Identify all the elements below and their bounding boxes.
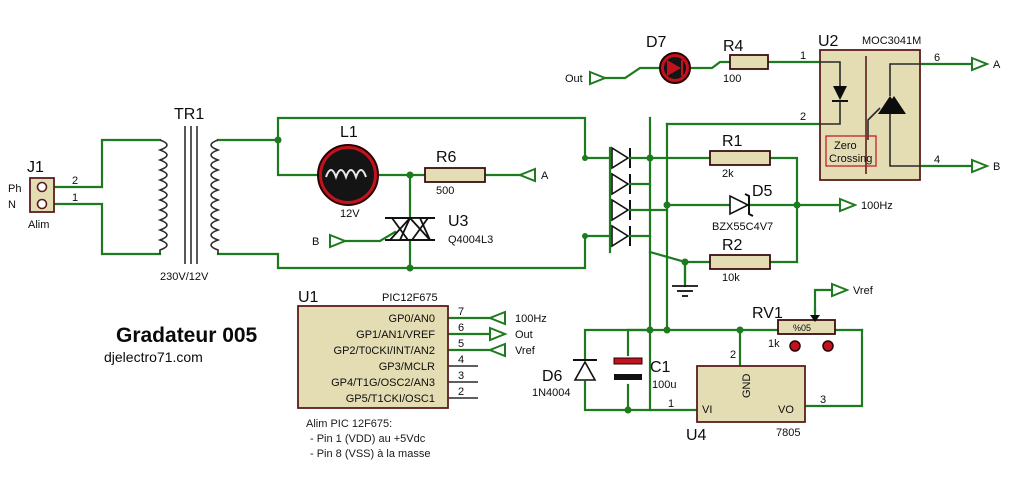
- page-title: Gradateur 005: [116, 324, 258, 347]
- microcontroller-u1: U1 PIC12F675 GP0/AN0 GP1/AN1/VREF GP2/T0…: [297, 289, 464, 409]
- note-line-1: Alim PIC 12F675:: [306, 418, 392, 430]
- lamp-l1: L1 12V: [317, 124, 379, 220]
- j1-pin1: 1: [72, 192, 78, 204]
- j1-n-label: N: [8, 199, 16, 211]
- u2-zc-line2: Crossing: [829, 153, 872, 165]
- u2-pin2: 2: [800, 111, 806, 123]
- u4-ref: U4: [686, 427, 707, 444]
- resistor-r6: R6 500: [424, 149, 486, 197]
- terminal-b-label: B: [993, 161, 1000, 173]
- note-line-2: - Pin 1 (VDD) au +5Vdc: [310, 433, 426, 445]
- wires: [52, 60, 974, 412]
- note-line-3: - Pin 8 (VSS) à la masse: [310, 448, 430, 460]
- d6-ref: D6: [542, 368, 563, 385]
- j1-ph-label: Ph: [8, 183, 21, 195]
- rv1-value: 1k: [768, 338, 780, 350]
- capacitor-c1: C1 100u: [613, 357, 676, 391]
- r4-ref: R4: [723, 38, 744, 55]
- u4-pin1: 1: [668, 398, 674, 410]
- u1-ref: U1: [298, 289, 319, 306]
- j1-ref: J1: [27, 159, 44, 176]
- u2-pin6: 6: [934, 52, 940, 64]
- u1-pin-num: 5: [458, 338, 464, 350]
- terminal-out-label: Out: [565, 73, 583, 85]
- u1-pin-label: GP0/AN0: [389, 313, 435, 325]
- u1-pin-num: 3: [458, 370, 464, 382]
- r2-value: 10k: [722, 272, 740, 284]
- resistor-r2: R2 10k: [709, 237, 771, 284]
- u3-ref: U3: [448, 213, 469, 230]
- r1-value: 2k: [722, 168, 734, 180]
- triac-u3: U3 Q4004L3: [385, 213, 493, 246]
- tr1-value: 230V/12V: [160, 271, 209, 283]
- resistor-r1: R1 2k: [709, 133, 771, 180]
- u4-value: 7805: [776, 427, 800, 439]
- d5-value: BZX55C4V7: [712, 221, 773, 233]
- led-d7: D7: [646, 34, 691, 84]
- u2-pin4: 4: [934, 154, 940, 166]
- terminal-100hz-label: 100Hz: [861, 200, 893, 212]
- c1-value: 100u: [652, 379, 676, 391]
- u4-pin3: 3: [820, 394, 826, 406]
- bridge-rectifier: [611, 146, 669, 248]
- potentiometer-rv1: %05 RV1 1k: [752, 288, 836, 352]
- u2-ref: U2: [818, 33, 839, 50]
- r2-ref: R2: [722, 237, 743, 254]
- u1-pin-label: GP3/MCLR: [379, 361, 435, 373]
- u3-value: Q4004L3: [448, 234, 493, 246]
- u1-pin-label: GP1/AN1/VREF: [356, 329, 435, 341]
- regulator-u4: VI VO GND U4 7805 1 2 3: [668, 349, 826, 444]
- r1-ref: R1: [722, 133, 743, 150]
- ground-icon: [672, 285, 698, 297]
- terminal-vref-label: Vref: [853, 285, 874, 297]
- zener-d5: D5 BZX55C4V7: [712, 183, 773, 233]
- resistor-r4: R4 100: [723, 38, 769, 85]
- j1-value: Alim: [28, 219, 49, 231]
- tr1-ref: TR1: [174, 106, 204, 123]
- terminals: Out A B A B 100Hz Vref 100Hz Out Vref: [312, 56, 1001, 358]
- u2-zc-line1: Zero: [834, 140, 857, 152]
- terminal-b-label: B: [312, 236, 319, 248]
- optocoupler-u2: Zero Crossing U2 MOC3041M 1 2 6 4: [800, 33, 940, 181]
- u1-pin-label: GP4/T1G/OSC2/AN3: [331, 377, 435, 389]
- r6-value: 500: [436, 185, 454, 197]
- u2-value: MOC3041M: [862, 35, 921, 47]
- junction-dots: [274, 136, 801, 414]
- c1-ref: C1: [650, 359, 671, 376]
- u1-pin-num: 2: [458, 386, 464, 398]
- transformer-tr1: TR1 230V/12V: [157, 106, 221, 283]
- u4-pin2: 2: [730, 349, 736, 361]
- terminal-100hz-label: 100Hz: [515, 313, 547, 325]
- u1-pin-num: 4: [458, 354, 464, 366]
- l1-ref: L1: [340, 124, 358, 141]
- u4-gnd: GND: [741, 374, 753, 399]
- rv1-ref: RV1: [752, 305, 783, 322]
- connector-j1: J1 Ph N Alim 2 1: [8, 159, 78, 231]
- u1-value: PIC12F675: [382, 292, 438, 304]
- u2-pin1: 1: [800, 50, 806, 62]
- u1-pin-num: 6: [458, 322, 464, 334]
- u4-vi: VI: [702, 404, 712, 416]
- d6-value: 1N4004: [532, 387, 571, 399]
- terminal-out-label: Out: [515, 329, 533, 341]
- r6-ref: R6: [436, 149, 457, 166]
- j1-pin2: 2: [72, 175, 78, 187]
- website-label: djelectro71.com: [104, 349, 203, 365]
- terminal-vref-label: Vref: [515, 345, 536, 357]
- u1-pin-label: GP5/T1CKI/OSC1: [346, 393, 435, 405]
- terminal-a-label: A: [993, 59, 1001, 71]
- d7-ref: D7: [646, 34, 667, 51]
- r4-value: 100: [723, 73, 741, 85]
- l1-value: 12V: [340, 208, 360, 220]
- d5-ref: D5: [752, 183, 773, 200]
- u1-pin-num: 7: [458, 306, 464, 318]
- rv1-setting: %05: [793, 323, 811, 333]
- terminal-a-label: A: [541, 170, 549, 182]
- u4-vo: VO: [778, 404, 794, 416]
- diode-d6: D6 1N4004: [532, 359, 597, 399]
- u1-pin-label: GP2/T0CKI/INT/AN2: [334, 345, 435, 357]
